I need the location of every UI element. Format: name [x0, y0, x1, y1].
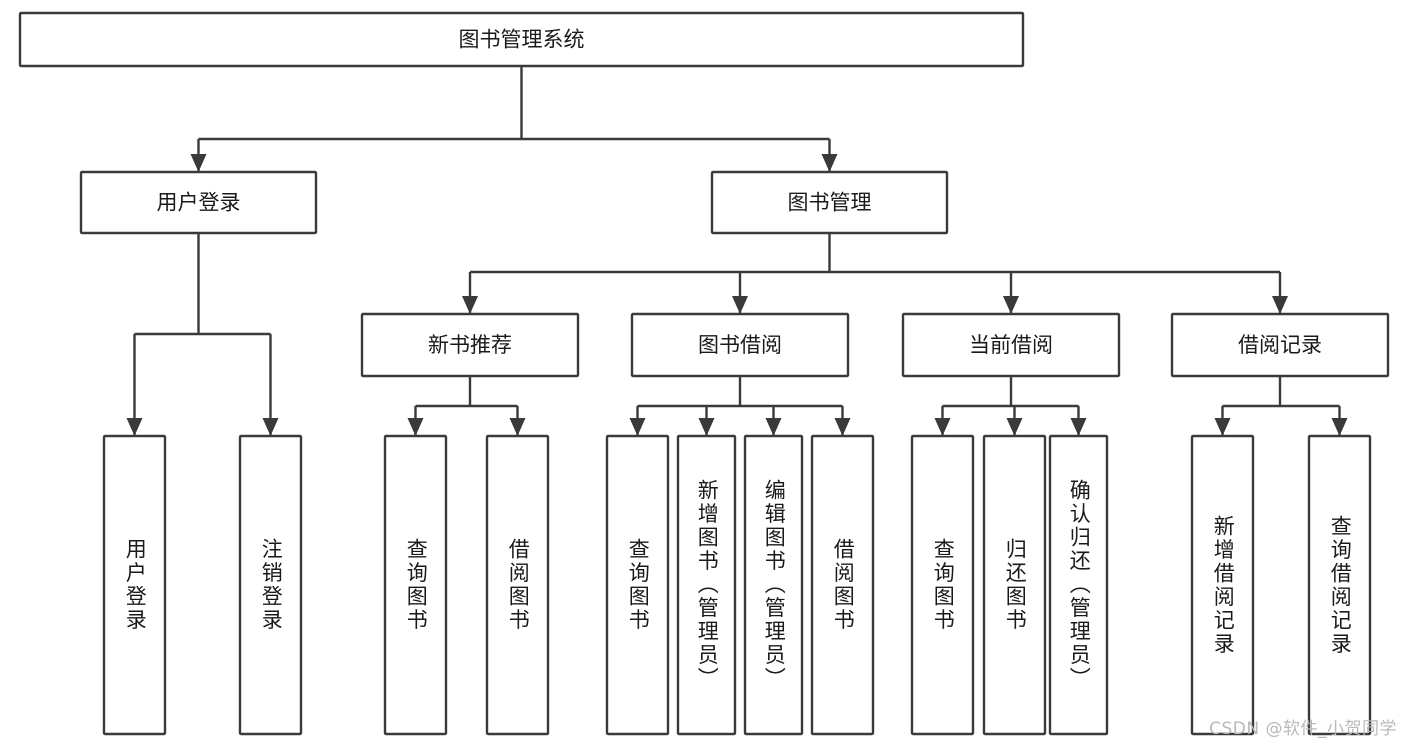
level3-node-label-图书借阅: 图书借阅: [698, 333, 782, 357]
level2-node-label-图书管理: 图书管理: [788, 191, 872, 215]
arrow-head-icon: [698, 418, 715, 436]
leaf-node-box-11[interactable]: [1190, 434, 1255, 736]
leaf-node-box-10[interactable]: [1048, 434, 1109, 736]
csdn-watermark: CSDN @软件_小贺同学: [1209, 719, 1397, 739]
arrow-head-icon: [1006, 418, 1023, 436]
arrow-head-icon: [509, 418, 526, 436]
connector-lines-group: [126, 66, 1348, 436]
level3-node-label-当前借阅: 当前借阅: [969, 333, 1053, 357]
leaf-node-box-8[interactable]: [910, 434, 975, 736]
root-node-label: 图书管理系统: [459, 28, 585, 52]
level2-node-box-用户登录[interactable]: [79, 170, 318, 235]
arrow-head-icon: [629, 418, 646, 436]
arrow-head-icon: [262, 418, 279, 436]
arrow-head-icon: [934, 418, 951, 436]
arrow-head-icon: [1214, 418, 1231, 436]
leaf-node-box-1[interactable]: [238, 434, 303, 736]
arrow-head-icon: [407, 418, 424, 436]
leaf-node-box-9[interactable]: [982, 434, 1047, 736]
arrow-head-icon: [834, 418, 851, 436]
leaf-node-box-0[interactable]: [102, 434, 167, 736]
arrow-head-icon: [462, 296, 478, 314]
root-node-box[interactable]: [18, 11, 1025, 68]
arrow-head-icon: [1272, 296, 1288, 314]
arrow-head-icon: [126, 418, 143, 436]
leaf-node-box-4[interactable]: [605, 434, 670, 736]
arrow-head-icon: [1003, 296, 1019, 314]
level2-node-box-图书管理[interactable]: [710, 170, 949, 235]
level3-node-label-新书推荐: 新书推荐: [428, 333, 512, 357]
arrow-head-icon: [1070, 418, 1087, 436]
node-boxes-group: [18, 11, 1390, 736]
level3-node-box-当前借阅[interactable]: [901, 312, 1121, 378]
leaf-node-box-7[interactable]: [810, 434, 875, 736]
arrow-head-icon: [190, 154, 207, 172]
level3-node-label-借阅记录: 借阅记录: [1238, 333, 1322, 357]
leaf-node-box-12[interactable]: [1307, 434, 1372, 736]
arrow-head-icon: [1331, 418, 1348, 436]
arrow-head-icon: [821, 154, 838, 172]
arrow-head-icon: [765, 418, 782, 436]
level2-node-label-用户登录: 用户登录: [157, 191, 241, 215]
level3-node-box-借阅记录[interactable]: [1170, 312, 1390, 378]
leaf-node-box-6[interactable]: [743, 434, 804, 736]
level3-node-box-新书推荐[interactable]: [360, 312, 580, 378]
leaf-node-box-3[interactable]: [485, 434, 550, 736]
leaf-node-box-2[interactable]: [383, 434, 448, 736]
leaf-node-box-5[interactable]: [676, 434, 737, 736]
level3-node-box-图书借阅[interactable]: [630, 312, 850, 378]
arrow-head-icon: [732, 296, 748, 314]
